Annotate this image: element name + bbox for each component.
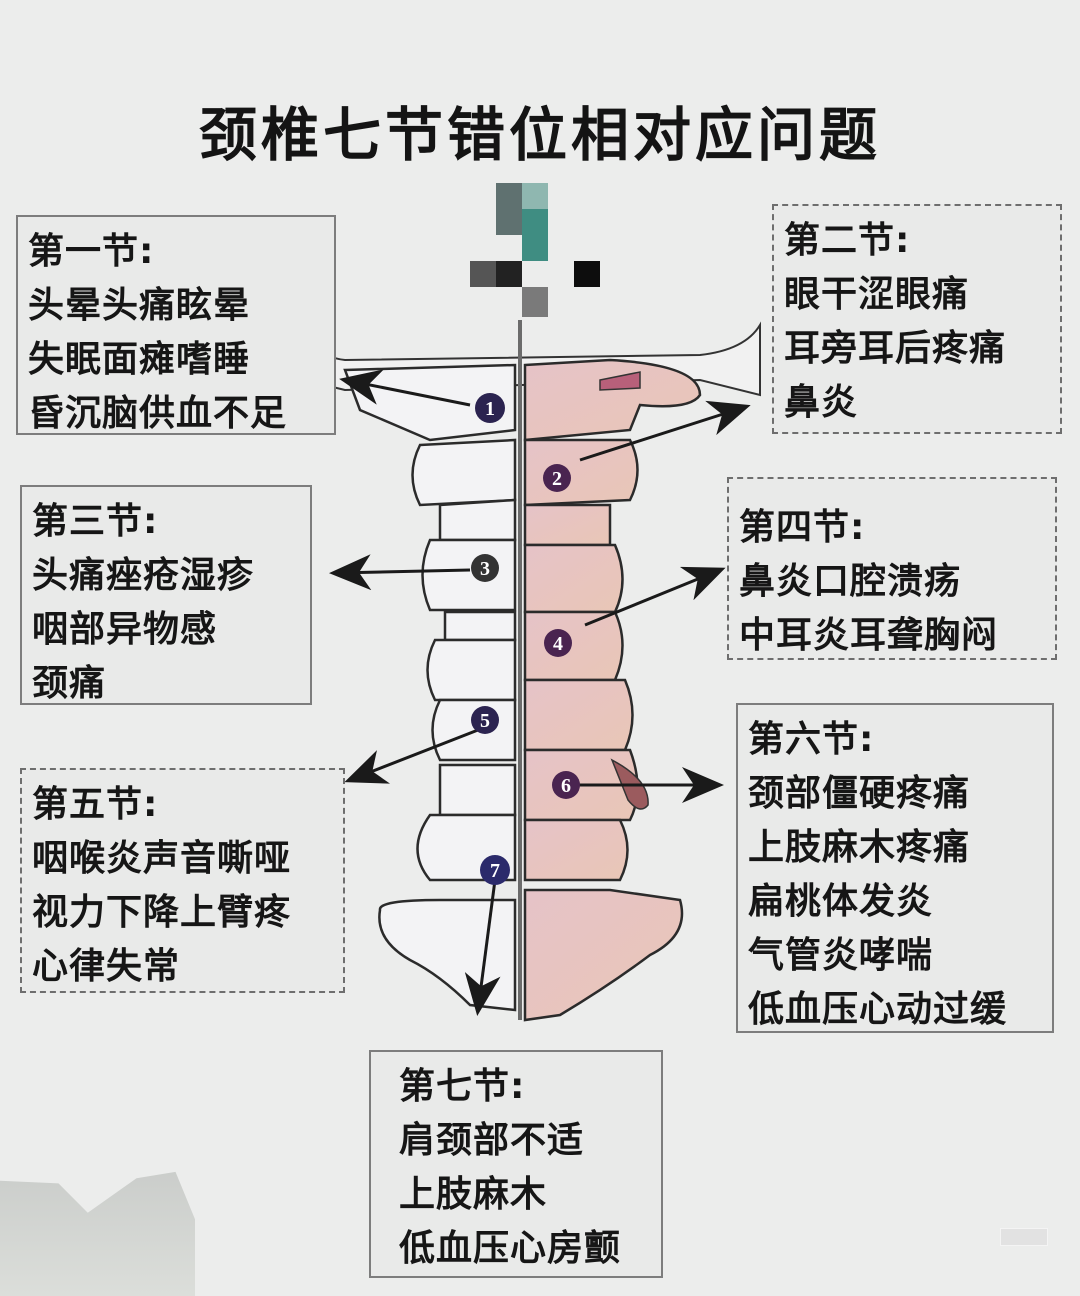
section-c2-line: 鼻炎 bbox=[784, 382, 859, 423]
svg-text:7: 7 bbox=[490, 860, 500, 882]
section-c1-box: 第一节: 头晕头痛眩晕 失眠面瘫嗜睡 昏沉脑供血不足 bbox=[16, 215, 336, 435]
section-c7-heading: 第七节: bbox=[399, 1066, 526, 1107]
svg-text:2: 2 bbox=[552, 468, 562, 490]
section-c1-line: 失眠面瘫嗜睡 bbox=[28, 339, 251, 380]
section-c2-line: 耳旁耳后疼痛 bbox=[784, 328, 1007, 369]
section-c6-line: 低血压心动过缓 bbox=[748, 989, 1008, 1030]
section-c4-box: 第四节: 鼻炎口腔溃疡 中耳炎耳聋胸闷 bbox=[727, 477, 1057, 660]
section-c1-line: 昏沉脑供血不足 bbox=[28, 393, 288, 434]
section-c6-heading: 第六节: bbox=[748, 719, 875, 760]
section-c5-heading: 第五节: bbox=[32, 784, 159, 825]
section-c3-line: 颈痛 bbox=[32, 663, 107, 704]
section-c7-box: 第七节: 肩颈部不适 上肢麻木 低血压心房颤 bbox=[369, 1050, 663, 1278]
section-c6-line: 气管炎哮喘 bbox=[748, 935, 934, 976]
section-c6-box: 第六节: 颈部僵硬疼痛 上肢麻木疼痛 扁桃体发炎 气管炎哮喘 低血压心动过缓 bbox=[736, 703, 1054, 1033]
section-c4-line: 鼻炎口腔溃疡 bbox=[739, 561, 962, 602]
section-c2-box: 第二节: 眼干涩眼痛 耳旁耳后疼痛 鼻炎 bbox=[772, 204, 1062, 434]
faint-watermark bbox=[1000, 1228, 1048, 1246]
section-c1-heading: 第一节: bbox=[28, 231, 155, 272]
section-c7-line: 上肢麻木 bbox=[399, 1174, 548, 1215]
section-c6-line: 扁桃体发炎 bbox=[748, 881, 934, 922]
svg-text:3: 3 bbox=[480, 558, 490, 580]
section-c5-line: 咽喉炎声音嘶哑 bbox=[32, 838, 292, 879]
section-c6-line: 上肢麻木疼痛 bbox=[748, 827, 971, 868]
pixelated-logo bbox=[470, 180, 610, 320]
section-c5-box: 第五节: 咽喉炎声音嘶哑 视力下降上臂疼 心律失常 bbox=[20, 768, 345, 993]
section-c3-line: 头痛痤疮湿疹 bbox=[32, 555, 255, 596]
section-c3-box: 第三节: 头痛痤疮湿疹 咽部异物感 颈痛 bbox=[20, 485, 312, 705]
section-c7-line: 肩颈部不适 bbox=[399, 1120, 585, 1161]
section-c4-line: 中耳炎耳聋胸闷 bbox=[739, 615, 999, 656]
section-c2-line: 眼干涩眼痛 bbox=[784, 274, 970, 315]
section-c6-line: 颈部僵硬疼痛 bbox=[748, 773, 971, 814]
section-c4-heading: 第四节: bbox=[739, 507, 866, 548]
section-c2-heading: 第二节: bbox=[784, 220, 911, 261]
section-c3-heading: 第三节: bbox=[32, 501, 159, 542]
page-title: 颈椎七节错位相对应问题 bbox=[198, 101, 881, 169]
svg-text:4: 4 bbox=[553, 633, 563, 655]
svg-text:5: 5 bbox=[480, 710, 490, 732]
svg-text:6: 6 bbox=[561, 775, 571, 797]
section-c7-line: 低血压心房颤 bbox=[399, 1228, 622, 1269]
section-c3-line: 咽部异物感 bbox=[32, 609, 218, 650]
svg-text:1: 1 bbox=[485, 398, 495, 420]
section-c5-line: 视力下降上臂疼 bbox=[32, 892, 292, 933]
section-c1-line: 头晕头痛眩晕 bbox=[28, 285, 251, 326]
section-c5-line: 心律失常 bbox=[32, 946, 181, 987]
